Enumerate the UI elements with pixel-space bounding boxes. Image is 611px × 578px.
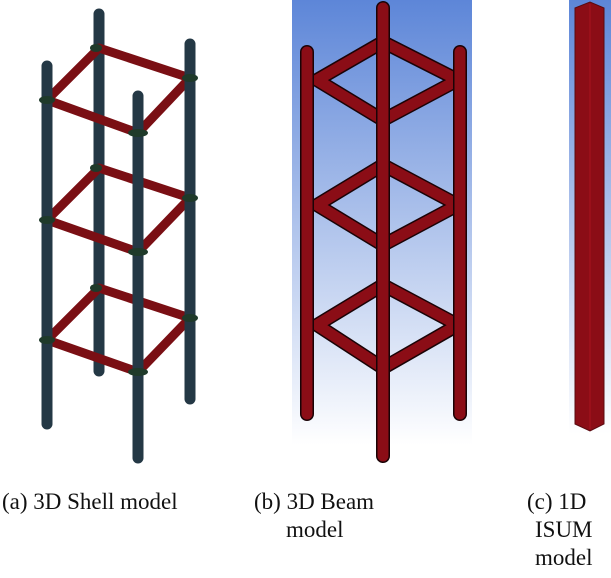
caption-b-line-2: model <box>286 517 344 542</box>
caption-b-line-1: (b) 3D Beam <box>254 489 375 514</box>
caption-c: (c) 1D ISUM model <box>527 488 593 572</box>
stirrup-3 <box>42 283 195 377</box>
beam-model <box>292 0 472 463</box>
stirrup-2 <box>42 163 195 257</box>
isum-model <box>569 0 611 434</box>
stirrup-1 <box>42 43 195 138</box>
caption-c-line-2: ISUM <box>535 517 593 542</box>
connector-nodes <box>39 44 198 376</box>
caption-a: (a) 3D Shell model <box>2 488 178 516</box>
caption-a-line-1: (a) 3D Shell model <box>2 489 178 514</box>
caption-c-line-1: (c) 1D <box>527 489 587 514</box>
caption-b: (b) 3D Beam model <box>254 488 374 544</box>
shell-model <box>39 8 198 464</box>
stirrups <box>42 43 195 377</box>
caption-c-line-3: model <box>535 545 593 570</box>
